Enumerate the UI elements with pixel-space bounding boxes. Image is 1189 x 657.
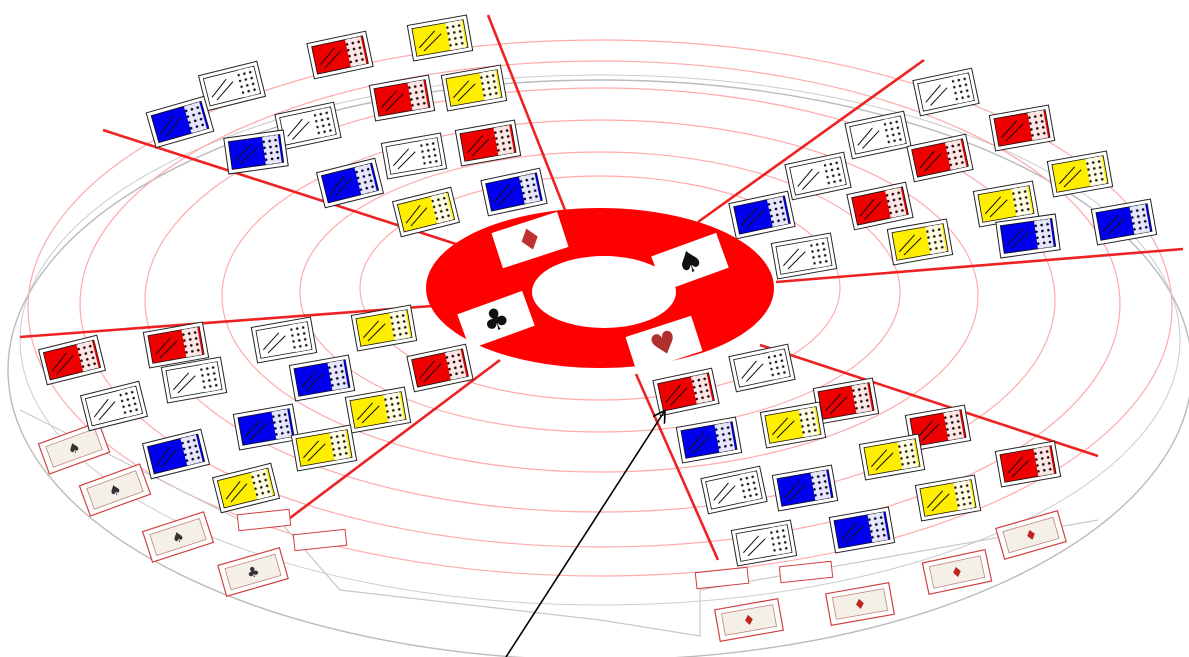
court-card-suit-icon: ♦ <box>1023 527 1039 546</box>
small-tile[interactable] <box>292 528 348 552</box>
playing-card[interactable] <box>912 67 980 117</box>
playing-card[interactable] <box>846 181 914 231</box>
playing-card[interactable] <box>290 424 358 472</box>
playing-card[interactable] <box>844 110 912 160</box>
playing-card[interactable] <box>728 190 796 240</box>
playing-card[interactable] <box>771 464 839 512</box>
court-card[interactable]: ♦ <box>825 581 895 627</box>
playing-card[interactable] <box>250 316 318 364</box>
playing-card[interactable] <box>995 213 1061 259</box>
playing-card[interactable] <box>37 334 107 386</box>
playing-card[interactable] <box>142 321 210 369</box>
hub-suit-tile[interactable]: ♥ <box>625 315 703 373</box>
court-card-suit-icon: ♦ <box>853 596 868 614</box>
sector-divider <box>102 128 457 246</box>
playing-card[interactable] <box>315 157 385 209</box>
sector-dividers <box>19 14 1184 561</box>
playing-card[interactable] <box>812 377 880 425</box>
playing-card[interactable] <box>223 129 289 175</box>
hub-suit-tiles: ♦ ♠ ♥ ♣ <box>457 211 729 373</box>
board-rim <box>7 74 1189 657</box>
playing-card[interactable] <box>700 465 768 515</box>
playing-card[interactable] <box>988 104 1056 152</box>
sector-divider <box>634 373 720 561</box>
court-card[interactable]: ♠ <box>78 463 152 517</box>
court-card[interactable]: ♦ <box>995 510 1067 560</box>
small-tile[interactable] <box>236 508 292 532</box>
playing-card[interactable] <box>440 64 508 112</box>
court-card-suit-icon: ♦ <box>742 612 757 630</box>
court-card[interactable]: ♠ <box>37 421 111 475</box>
court-card-suit-icon: ♣ <box>245 564 261 583</box>
court-card-suit-icon: ♠ <box>107 481 124 500</box>
hub-suit-tile[interactable]: ♠ <box>651 232 729 292</box>
playing-card[interactable] <box>730 519 798 567</box>
sector-divider <box>697 58 925 224</box>
playing-card[interactable] <box>784 151 852 201</box>
playing-card[interactable] <box>211 462 281 514</box>
small-tile[interactable] <box>778 560 834 584</box>
playing-card[interactable] <box>141 428 211 480</box>
playing-card[interactable] <box>406 14 474 62</box>
hub-center-hole <box>532 256 676 328</box>
playing-card[interactable] <box>380 132 448 180</box>
small-tile[interactable] <box>694 566 750 590</box>
board-ring <box>27 39 1173 577</box>
playing-card[interactable] <box>232 403 300 451</box>
playing-card[interactable] <box>906 133 974 183</box>
sector-divider <box>486 14 567 211</box>
playing-card[interactable] <box>454 119 522 167</box>
playing-card[interactable] <box>145 95 215 149</box>
playing-card[interactable] <box>480 167 548 217</box>
card-layer <box>37 14 1158 567</box>
playing-card[interactable] <box>652 367 720 417</box>
court-card[interactable]: ♦ <box>921 548 993 596</box>
playing-card[interactable] <box>728 343 796 393</box>
board-ring <box>221 119 979 473</box>
sector-divider <box>759 343 1099 458</box>
playing-card[interactable] <box>391 186 461 238</box>
board-ring <box>79 60 1121 548</box>
playing-card[interactable] <box>406 343 474 393</box>
board-ring <box>359 175 841 401</box>
board-rings <box>27 39 1173 577</box>
playing-card[interactable] <box>350 304 418 352</box>
hub-suit-tile[interactable]: ♣ <box>457 290 535 350</box>
playing-card[interactable] <box>344 386 412 434</box>
board-ring <box>299 151 901 433</box>
court-card-zone: ♠ ♠ ♠ ♣ ♦ ♦ ♦ ♦ <box>19 409 1099 643</box>
hub-suit-tile[interactable]: ♦ <box>491 211 569 269</box>
playing-card[interactable] <box>160 356 228 404</box>
playing-card[interactable] <box>1046 150 1114 198</box>
playing-card[interactable] <box>759 401 827 449</box>
court-card[interactable]: ♦ <box>714 597 784 643</box>
court-card-suit-icon: ♦ <box>949 564 965 582</box>
playing-card[interactable] <box>288 354 356 402</box>
playing-card[interactable] <box>306 30 374 80</box>
playing-card[interactable] <box>79 380 149 432</box>
court-card[interactable]: ♠ <box>141 511 215 563</box>
playing-card[interactable] <box>886 218 954 266</box>
playing-card[interactable] <box>904 404 972 452</box>
playing-card[interactable] <box>368 74 436 122</box>
court-card-suit-icon: ♠ <box>170 528 187 547</box>
playing-card[interactable] <box>197 60 267 112</box>
playing-card[interactable] <box>828 506 896 554</box>
playing-card[interactable] <box>675 416 743 464</box>
playing-card[interactable] <box>770 232 838 280</box>
playing-card[interactable] <box>994 440 1062 488</box>
playing-card[interactable] <box>914 474 982 522</box>
pointer-arrow <box>505 412 664 657</box>
playing-card[interactable] <box>1090 198 1158 246</box>
court-card-suit-icon: ♠ <box>66 439 83 458</box>
court-card[interactable]: ♣ <box>217 547 289 597</box>
playing-card[interactable] <box>858 433 926 481</box>
playing-card[interactable] <box>972 180 1040 228</box>
sector-divider <box>281 358 501 526</box>
sector-divider <box>775 247 1184 284</box>
sector-divider <box>19 304 433 339</box>
